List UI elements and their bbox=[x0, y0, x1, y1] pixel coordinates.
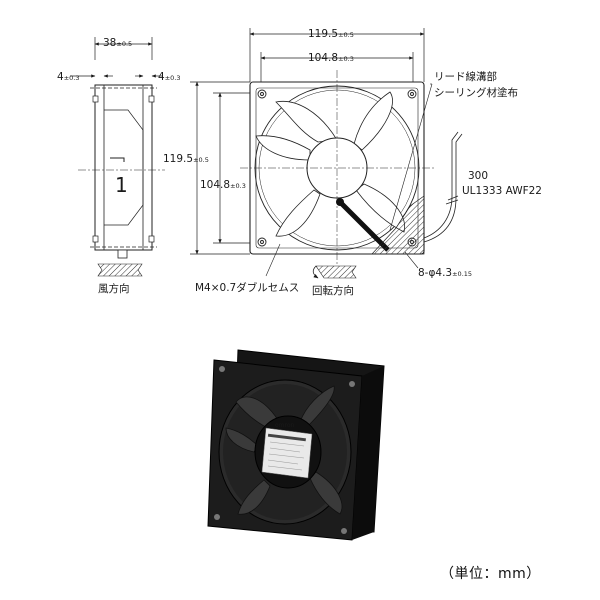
front-view: 119.5±0.5 104.8±0.3 119.5±0.5 104.8±0.3 bbox=[163, 28, 542, 297]
lead-note-line1: リード線溝部 bbox=[434, 70, 497, 83]
front-hole-pitch-width-label: 104.8±0.3 bbox=[308, 52, 354, 64]
side-flange-right-label: 4±0.3 bbox=[158, 71, 180, 83]
lead-wires bbox=[423, 131, 463, 243]
front-outer-height-label: 119.5±0.5 bbox=[163, 153, 209, 165]
photo-blades bbox=[225, 385, 343, 515]
side-view: 38±0.5 4±0.3 4±0.3 1 bbox=[57, 37, 180, 295]
front-hole-pitch-height-label: 104.8±0.3 bbox=[200, 179, 246, 191]
unit-note: （単位：mm） bbox=[440, 566, 541, 582]
lead-length-label: 300 bbox=[468, 170, 488, 182]
holes-note: 8-φ4.3±0.15 bbox=[418, 267, 472, 279]
side-flange-left-label: 4±0.3 bbox=[57, 71, 79, 83]
fan-blades bbox=[255, 91, 406, 237]
rotation-arrow bbox=[315, 265, 357, 279]
front-outer-width-label: 119.5±0.5 bbox=[308, 28, 354, 40]
rotation-label: 回転方向 bbox=[312, 284, 354, 297]
side-width-label: 38±0.5 bbox=[103, 37, 132, 49]
brand-logo: omron bbox=[275, 422, 295, 429]
side-arrow-glyph: 1 bbox=[115, 173, 128, 197]
lead-spec-label: UL1333 AWF22 bbox=[462, 185, 542, 197]
product-photo: omron bbox=[207, 349, 385, 541]
lead-note-line2: シーリング材塗布 bbox=[434, 86, 518, 99]
wind-direction-arrow bbox=[97, 263, 143, 277]
sealing-region bbox=[371, 195, 425, 255]
wind-direction-label: 風方向 bbox=[98, 282, 130, 295]
screw-note: M4×0.7ダブルセムス bbox=[195, 281, 299, 294]
